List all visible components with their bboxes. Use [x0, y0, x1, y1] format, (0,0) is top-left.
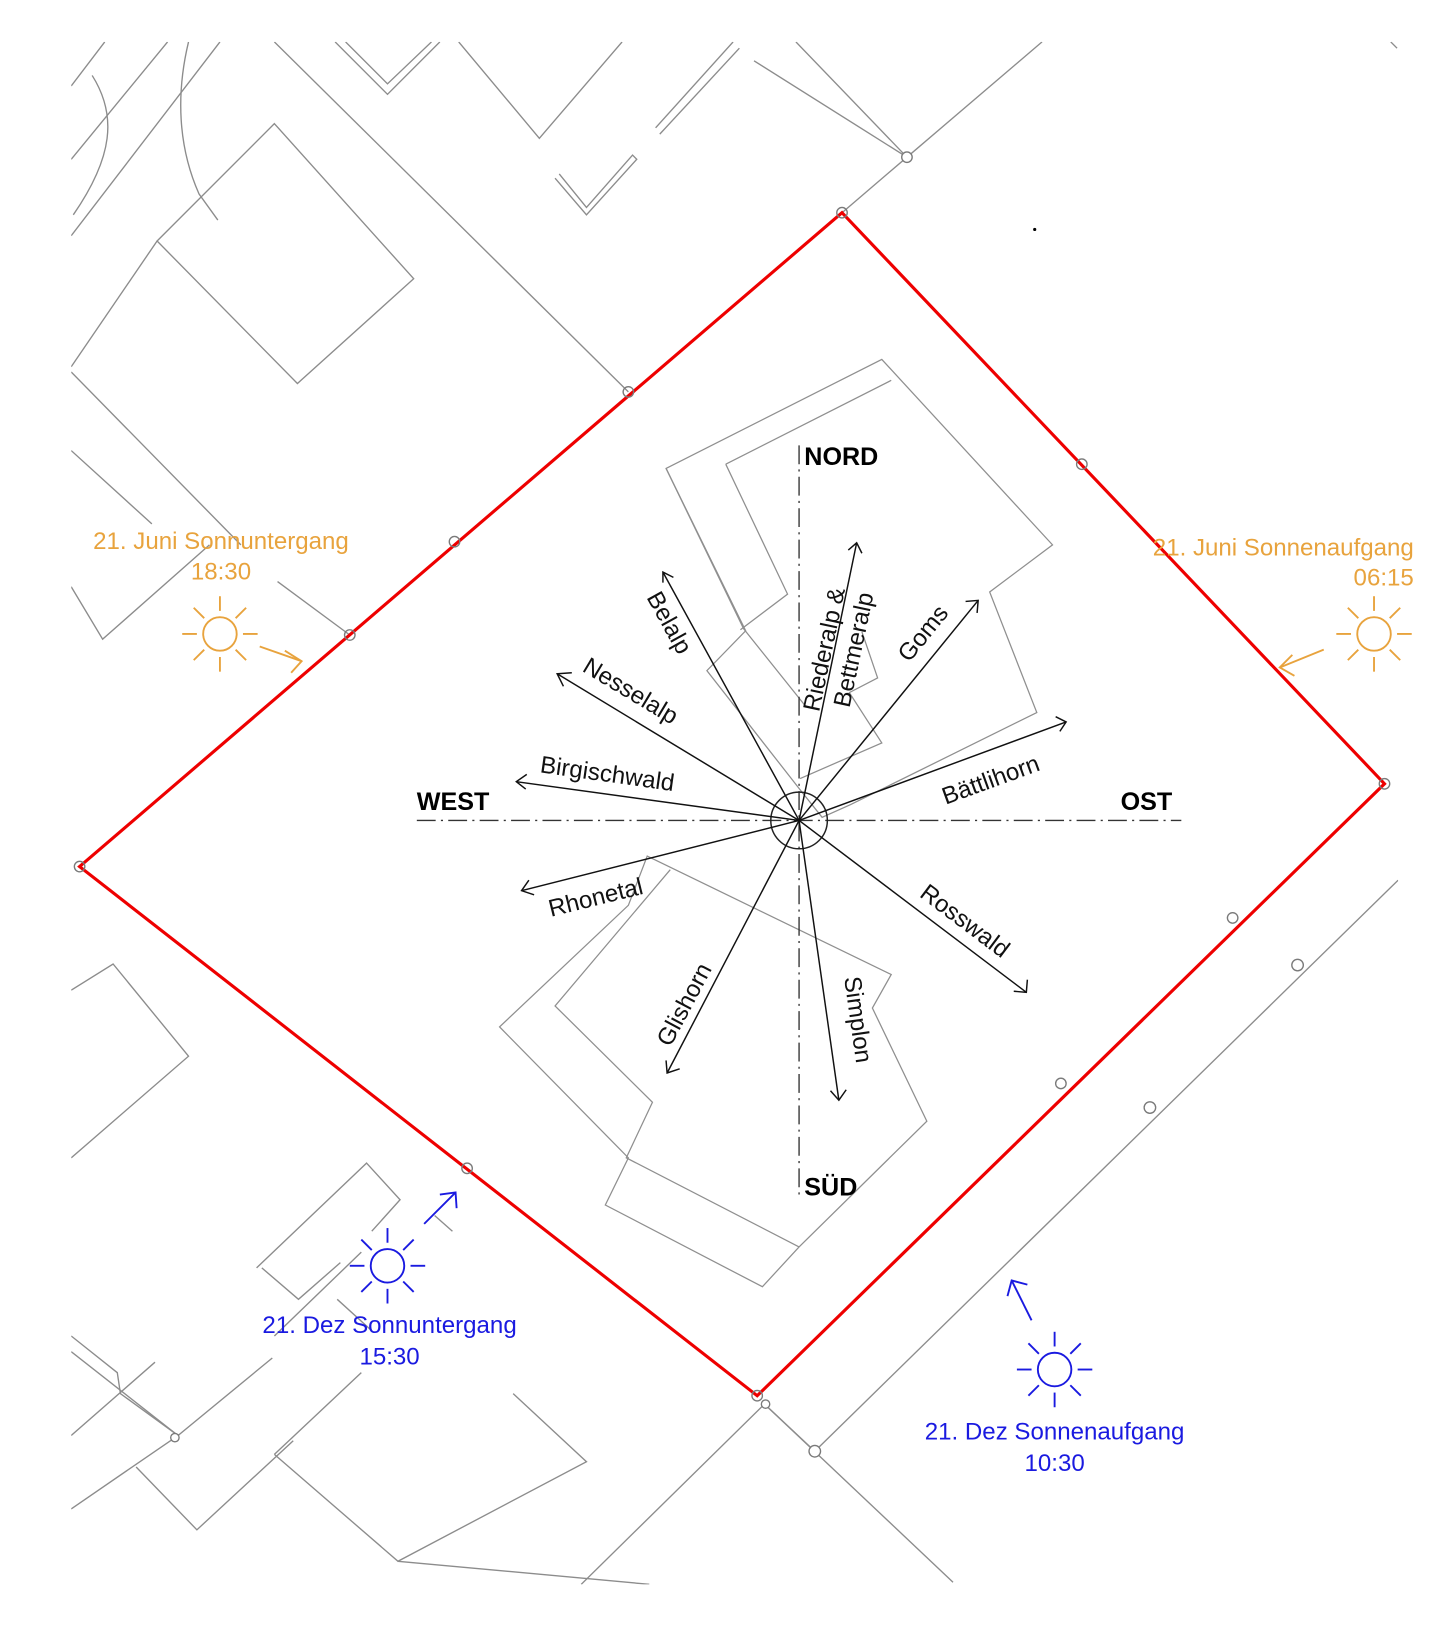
- sun-icon: [349, 1228, 426, 1304]
- map-dot: [1033, 227, 1037, 232]
- view-arrow-baettlihorn: Bättlihorn: [798, 716, 1068, 822]
- svg-text:Glishorn: Glishorn: [652, 959, 718, 1051]
- arrow-icon: [965, 599, 979, 614]
- june-sunset-marker: 21. Juni Sonnuntergang 18:30: [93, 528, 349, 674]
- arrow-icon: [556, 671, 572, 687]
- cadastral-map-lines: [71, 41, 1399, 1585]
- arrow-icon: [1055, 716, 1068, 732]
- label-north: NORD: [804, 443, 878, 471]
- sun-direction-arrow-icon: [423, 1191, 458, 1225]
- arrow-icon: [829, 1089, 847, 1102]
- label-south: SÜD: [804, 1173, 857, 1202]
- december-sunset-marker: 21. Dez Sonnuntergang 15:30: [262, 1191, 517, 1370]
- svg-text:Simplon: Simplon: [838, 975, 877, 1065]
- building-outlines: [498, 358, 1054, 1288]
- arrow-icon: [662, 570, 674, 583]
- label-east: OST: [1121, 788, 1173, 816]
- view-arrow-rhonetal: Rhonetal: [520, 819, 800, 923]
- view-arrow-nesselalp: Nesselalp: [556, 653, 800, 822]
- arrow-icon: [1013, 979, 1029, 994]
- arrow-icon: [515, 773, 528, 790]
- sun-direction-arrow-icon: [259, 645, 304, 674]
- view-arrow-birgischwald: Birgischwald: [515, 751, 800, 822]
- view-arrow-glishorn: Glishorn: [652, 820, 800, 1074]
- arrow-icon: [665, 1060, 680, 1074]
- survey-points: [170, 151, 1305, 1458]
- june-sunrise-title: 21. Juni Sonnenaufgang: [1153, 534, 1414, 561]
- december-sunrise-title: 21. Dez Sonnenaufgang: [925, 1419, 1185, 1446]
- june-sunset-title: 21. Juni Sonnuntergang: [93, 528, 349, 555]
- june-sunrise-marker: 21. Juni Sonnenaufgang 06:15: [1153, 534, 1414, 677]
- parcel-boundary: [77, 210, 1387, 1398]
- sun-direction-arrow-icon: [1006, 1279, 1033, 1321]
- svg-text:Bättlihorn: Bättlihorn: [939, 750, 1044, 810]
- december-sunrise-time: 10:30: [1024, 1450, 1084, 1477]
- arrow-icon: [520, 879, 535, 896]
- december-sunrise-marker: 21. Dez Sonnenaufgang 10:30: [925, 1279, 1185, 1477]
- june-sunrise-time: 06:15: [1354, 565, 1414, 592]
- parcel-points: [73, 206, 1391, 1402]
- svg-text:Goms: Goms: [893, 600, 954, 667]
- december-sunset-title: 21. Dez Sonnuntergang: [262, 1312, 516, 1339]
- sun-direction-arrow-icon: [1278, 648, 1325, 677]
- december-sunset-time: 15:30: [359, 1343, 419, 1370]
- svg-text:Rosswald: Rosswald: [915, 879, 1015, 963]
- view-arrow-simplon: Simplon: [798, 820, 877, 1102]
- sun-icon: [1336, 596, 1412, 672]
- label-west: WEST: [417, 788, 490, 816]
- sun-icon: [182, 596, 258, 672]
- view-arrow-rosswald: Rosswald: [798, 819, 1029, 994]
- svg-text:Birgischwald: Birgischwald: [539, 751, 677, 797]
- compass-center-circle: [770, 791, 829, 850]
- view-arrow-riederalp-bettmeralp: Riederalp & Bettmeralp: [798, 541, 879, 821]
- sun-icon: [1016, 1331, 1093, 1408]
- arrow-icon: [847, 541, 863, 554]
- view-directions: Belalp Nesselalp Birgischwald Rhonetal R…: [515, 541, 1068, 1102]
- svg-text:Belalp: Belalp: [641, 587, 697, 659]
- june-sunset-time: 18:30: [191, 558, 251, 585]
